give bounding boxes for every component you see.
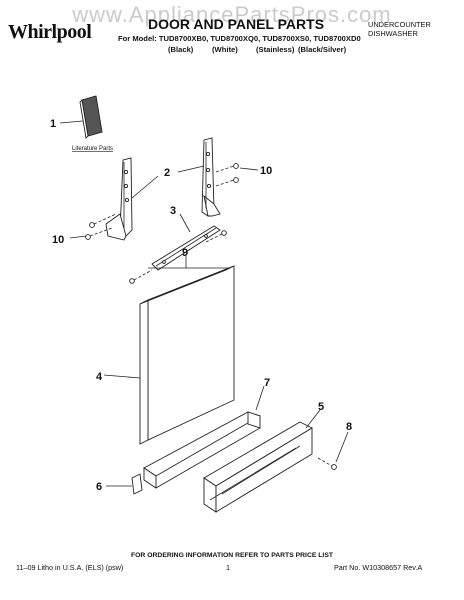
page-title: DOOR AND PANEL PARTS [148, 16, 325, 32]
ordering-note: FOR ORDERING INFORMATION REFER TO PARTS … [130, 552, 334, 559]
watermark: www.AppliancePartsPros.com [72, 2, 392, 27]
toe-panel [203, 421, 313, 513]
panel-clip [131, 473, 143, 495]
callout-7: 7 [264, 377, 270, 389]
screws-right [215, 163, 239, 187]
callout-10-right: 10 [260, 165, 272, 177]
callout-9: 9 [182, 247, 188, 259]
product-type-line-1: UNDERCOUNTER [368, 20, 431, 29]
callout-4: 4 [96, 371, 103, 383]
right-hinge-bracket [201, 137, 221, 217]
left-hinge-bracket [105, 157, 133, 241]
rail-screws [129, 230, 227, 284]
litho-info: 11–09 Litho in U.S.A. (ELS) (psw) [16, 563, 124, 572]
lower-panel [143, 411, 262, 489]
callout-6: 6 [96, 481, 102, 493]
product-type-line-2: DISHWASHER [368, 29, 418, 38]
callout-5: 5 [318, 401, 324, 413]
door-panel [139, 265, 235, 445]
page-number: 1 [226, 563, 230, 572]
color-black: (Black) [168, 45, 194, 54]
color-black-silver: (Black/Silver) [298, 45, 347, 54]
part-number: Part No. W10308657 Rev.A [334, 563, 423, 572]
screws-left [85, 213, 117, 240]
callout-2: 2 [164, 167, 170, 179]
model-line: For Model: TUD8700XB0, TUD8700XQ0, TUD87… [118, 34, 361, 43]
color-stainless: (Stainless) [256, 45, 295, 54]
callout-1: 1 [50, 118, 56, 130]
callout-10-left: 10 [52, 234, 64, 246]
literature-booklet [79, 95, 103, 139]
toe-panel-screw [317, 457, 337, 470]
product-type: UNDERCOUNTER DISHWASHER [368, 20, 462, 38]
callout-3: 3 [170, 205, 176, 217]
callout-8: 8 [346, 421, 352, 433]
whirlpool-logo: Whirlpool [8, 21, 92, 43]
literature-parts-label: Literature Parts [72, 146, 113, 152]
color-white: (White) [212, 45, 238, 54]
